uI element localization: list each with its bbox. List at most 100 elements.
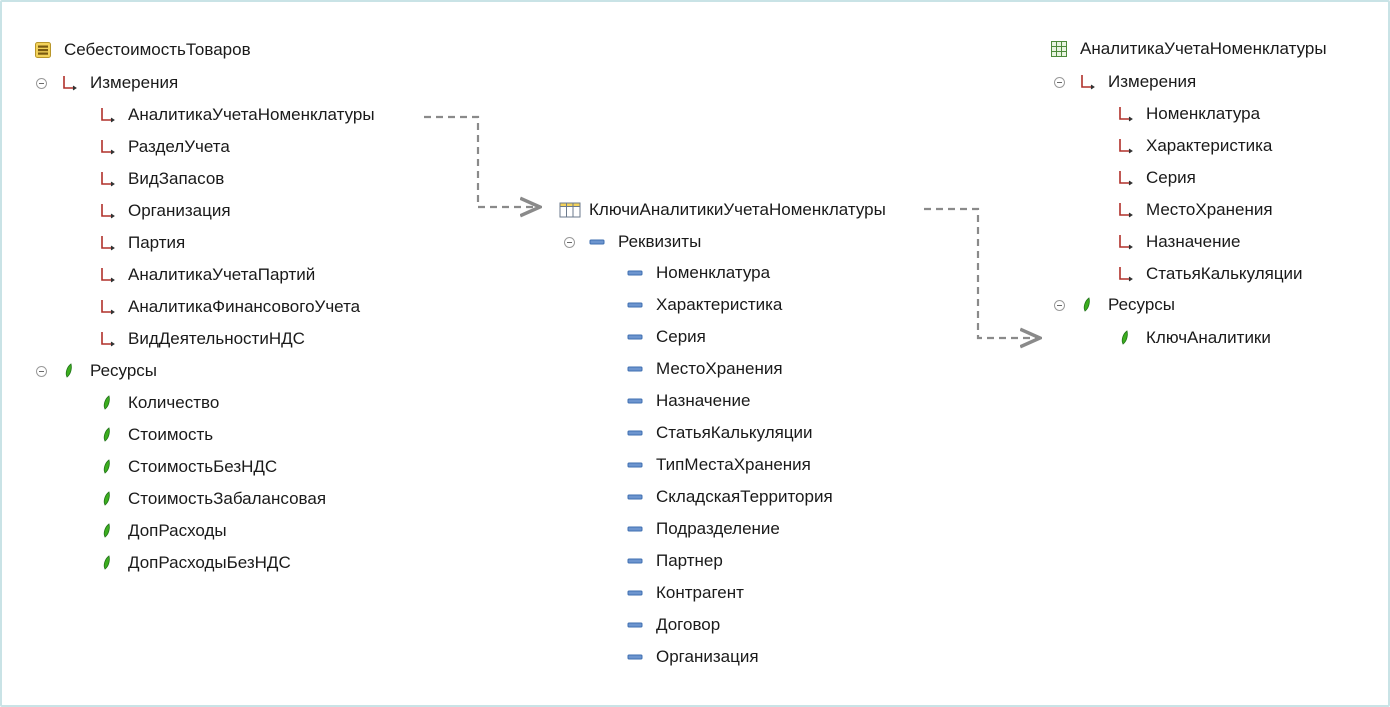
middle-attributes-group[interactable]: Реквизиты [564, 229, 701, 255]
dimension-item[interactable]: СтатьяКалькуляции [1116, 261, 1303, 287]
attribute-icon [626, 456, 644, 474]
resource-item-label: ДопРасходы [128, 521, 227, 540]
attribute-item-label: Серия [656, 327, 706, 346]
right-resources-group[interactable]: Ресурсы [1054, 292, 1175, 318]
attribute-icon [626, 488, 644, 506]
attribute-item-label: Договор [656, 615, 721, 634]
attribute-item[interactable]: Характеристика [626, 292, 782, 318]
right-dimensions-group[interactable]: Измерения [1054, 69, 1196, 95]
left-root-label: СебестоимостьТоваров [64, 40, 251, 59]
collapse-toggle[interactable] [564, 236, 575, 248]
attribute-item-label: СкладскаяТерритория [656, 487, 833, 506]
attribute-item-label: Подразделение [656, 519, 780, 538]
dimension-item[interactable]: ВидЗапасов [98, 166, 224, 192]
resource-icon [98, 394, 116, 412]
resource-icon [60, 362, 78, 380]
resource-item-label: СтоимостьБезНДС [128, 457, 278, 476]
collapse-toggle[interactable] [36, 77, 47, 89]
middle-root-label: КлючиАналитикиУчетаНоменклатуры [589, 200, 886, 219]
attribute-item[interactable]: Подразделение [626, 516, 780, 542]
dimension-item-label: ВидДеятельностиНДС [128, 329, 305, 348]
dimension-icon [98, 202, 116, 220]
resource-item-label: КлючАналитики [1146, 328, 1271, 347]
left-resources-group[interactable]: Ресурсы [36, 358, 157, 384]
attribute-icon [626, 392, 644, 410]
resource-item[interactable]: ДопРасходы [98, 518, 227, 544]
attribute-icon [588, 233, 606, 251]
attribute-icon [626, 360, 644, 378]
resource-item[interactable]: Стоимость [98, 422, 213, 448]
attribute-item[interactable]: Номенклатура [626, 260, 770, 286]
dimension-item-label: АналитикаФинансовогоУчета [128, 297, 361, 316]
dimension-item[interactable]: АналитикаУчетаНоменклатуры [98, 102, 375, 128]
attribute-icon [626, 616, 644, 634]
dimension-item-label: МестоХранения [1146, 200, 1273, 219]
left-dimensions-group[interactable]: Измерения [36, 70, 178, 96]
resource-icon [98, 490, 116, 508]
attribute-item[interactable]: СтатьяКалькуляции [626, 420, 813, 446]
dimension-item[interactable]: Характеристика [1116, 133, 1272, 159]
right-root[interactable]: АналитикаУчетаНоменклатуры [1050, 36, 1327, 62]
attribute-item[interactable]: Партнер [626, 548, 723, 574]
dimension-item-label: Партия [128, 233, 186, 252]
attribute-item[interactable]: ТипМестаХранения [626, 452, 811, 478]
attribute-item[interactable]: Назначение [626, 388, 750, 414]
resource-item-label: ДопРасходыБезНДС [128, 553, 291, 572]
attribute-icon [626, 264, 644, 282]
attribute-icon [626, 296, 644, 314]
attribute-icon [626, 520, 644, 538]
dimension-item[interactable]: Номенклатура [1116, 101, 1260, 127]
attribute-icon [626, 584, 644, 602]
dimension-icon [1116, 105, 1134, 123]
dimension-item[interactable]: Серия [1116, 165, 1196, 191]
dimension-item[interactable]: МестоХранения [1116, 197, 1273, 223]
resource-item[interactable]: СтоимостьБезНДС [98, 454, 277, 480]
resource-item[interactable]: СтоимостьЗабалансовая [98, 486, 326, 512]
attribute-item[interactable]: Контрагент [626, 580, 744, 606]
dimension-item[interactable]: АналитикаФинансовогоУчета [98, 294, 360, 320]
attribute-item[interactable]: СкладскаяТерритория [626, 484, 833, 510]
attribute-icon [626, 424, 644, 442]
resource-item[interactable]: Количество [98, 390, 219, 416]
attribute-item[interactable]: Серия [626, 324, 706, 350]
resource-item-label: Стоимость [128, 425, 214, 444]
dimension-item[interactable]: Назначение [1116, 229, 1240, 255]
collapse-toggle[interactable] [1054, 76, 1065, 88]
attribute-item-label: Партнер [656, 551, 723, 570]
dimension-item[interactable]: Организация [98, 198, 231, 224]
dimension-icon [98, 138, 116, 156]
collapse-toggle[interactable] [36, 365, 47, 377]
dimension-item[interactable]: Партия [98, 230, 185, 256]
dimension-item[interactable]: АналитикаУчетаПартий [98, 262, 315, 288]
dimension-icon [1078, 73, 1096, 91]
dimension-item[interactable]: РазделУчета [98, 134, 230, 160]
dimension-item-label: АналитикаУчетаПартий [128, 265, 316, 284]
left-resources-label: Ресурсы [90, 361, 158, 380]
middle-root[interactable]: КлючиАналитикиУчетаНоменклатуры [559, 197, 886, 223]
dimension-icon [60, 74, 78, 92]
dimension-item[interactable]: ВидДеятельностиНДС [98, 326, 305, 352]
resource-item[interactable]: КлючАналитики [1116, 325, 1271, 351]
resource-item[interactable]: ДопРасходыБезНДС [98, 550, 291, 576]
resource-icon [1078, 296, 1096, 314]
dimension-item-label: Организация [128, 201, 231, 220]
accumulation-register-icon [34, 41, 52, 59]
collapse-toggle[interactable] [1054, 299, 1065, 311]
dimension-icon [1116, 201, 1134, 219]
resource-icon [1116, 329, 1134, 347]
dimension-item-label: Серия [1146, 168, 1196, 187]
arrow-middle-to-right [924, 207, 1040, 338]
resource-icon [98, 426, 116, 444]
attribute-item[interactable]: Договор [626, 612, 720, 638]
right-root-label: АналитикаУчетаНоменклатуры [1080, 39, 1327, 58]
resource-icon [98, 522, 116, 540]
left-root[interactable]: СебестоимостьТоваров [34, 37, 251, 63]
attribute-item-label: СтатьяКалькуляции [656, 423, 813, 442]
dimension-icon [98, 234, 116, 252]
attribute-item[interactable]: МестоХранения [626, 356, 783, 382]
attribute-item[interactable]: Организация [626, 644, 759, 670]
attribute-item-label: Характеристика [656, 295, 783, 314]
dimension-icon [1116, 265, 1134, 283]
